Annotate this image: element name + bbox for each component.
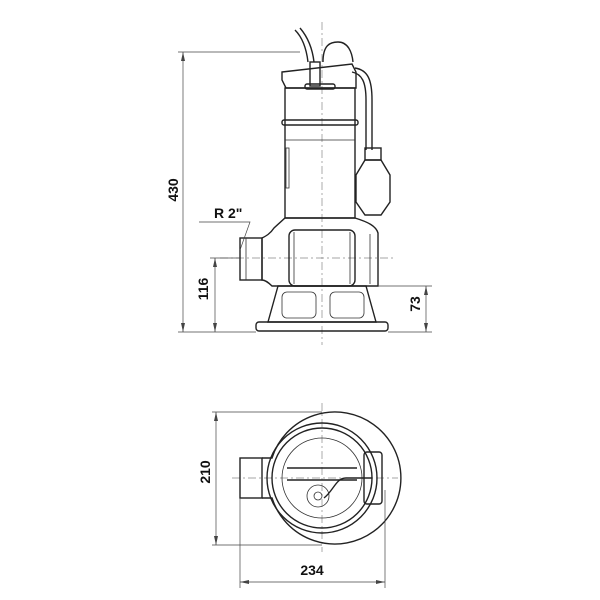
motor-head (281, 63, 357, 89)
base-plate (255, 321, 389, 332)
outlet-pipe (239, 237, 263, 281)
dimension-depth: 210 (197, 460, 213, 484)
housing-outline (262, 411, 402, 545)
dimension-overall-height: 430 (165, 178, 181, 202)
motor-body (284, 87, 356, 219)
side-view: 430 116 73 R 2" (165, 22, 432, 345)
pump-volute (261, 217, 379, 287)
cable-top (323, 477, 372, 499)
dimension-foot-height: 73 (407, 296, 423, 312)
dimension-outlet-height: 116 (195, 277, 211, 300)
dimension-width: 234 (300, 562, 324, 578)
cable-right (322, 41, 354, 63)
cable-left (294, 29, 309, 63)
motor-ring (281, 119, 359, 126)
float-switch-top (363, 451, 383, 505)
float-cable (354, 67, 373, 150)
top-view: 210 234 (197, 403, 402, 588)
dimension-outlet-thread: R 2" (214, 205, 242, 221)
outlet-pipe-top (239, 457, 263, 499)
float-switch (355, 159, 391, 216)
thread-leader-line (199, 221, 251, 251)
